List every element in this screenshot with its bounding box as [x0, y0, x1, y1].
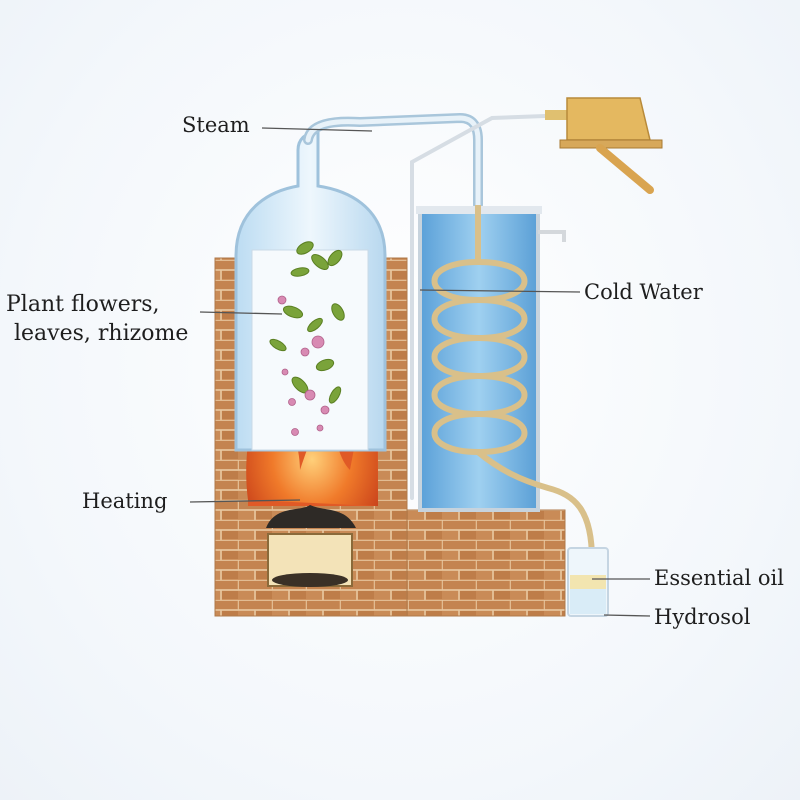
label-heating-text: Heating [82, 489, 168, 513]
label-essential-oil-text: Essential oil [654, 566, 784, 590]
leader-lines [189, 127, 651, 617]
label-cold-water: Cold Water [584, 279, 703, 306]
label-hydrosol: Hydrosol [654, 604, 750, 631]
label-plant-line1: Plant flowers, [6, 292, 160, 317]
label-steam: Steam [182, 112, 250, 139]
plant-material [269, 241, 345, 436]
label-essential-oil: Essential oil [654, 565, 784, 592]
water-tap [545, 97, 663, 194]
label-cold-water-text: Cold Water [584, 280, 703, 304]
condenser-coil [431, 205, 595, 561]
label-heating: Heating [82, 488, 167, 515]
collection-jar [567, 547, 609, 617]
label-steam-text: Steam [182, 113, 250, 137]
label-plant-material: Plant flowers, leaves, rhizome [6, 290, 188, 348]
steam-pipe [303, 112, 547, 500]
still-vessel [234, 130, 387, 452]
label-plant-line2: leaves, rhizome [14, 321, 189, 346]
label-hydrosol-text: Hydrosol [654, 605, 751, 629]
